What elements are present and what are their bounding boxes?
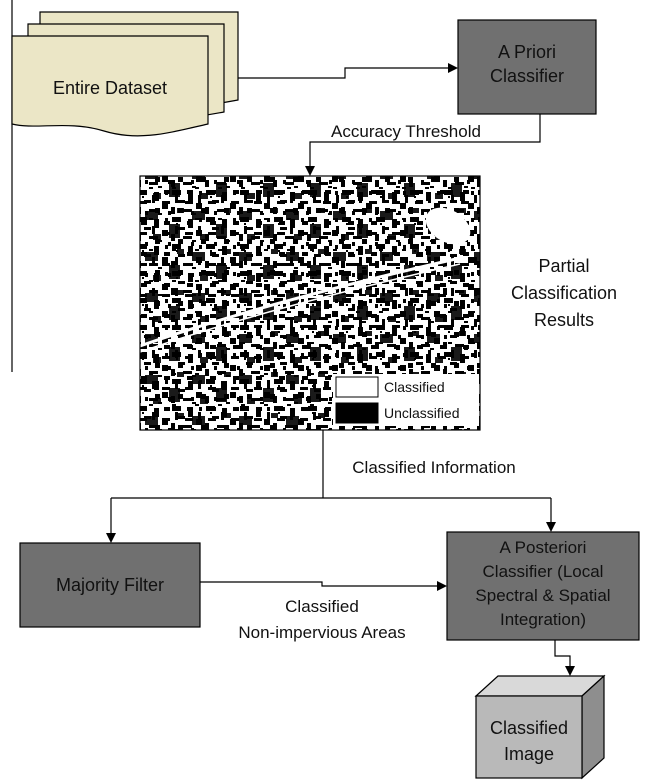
map-road <box>140 256 461 348</box>
a-priori-label-line2: Classifier <box>490 66 564 86</box>
legend-classified-swatch <box>335 376 379 398</box>
edge-apriori-to-results <box>305 114 541 176</box>
partial-results-map: Classified Unclassified <box>139 175 481 431</box>
legend-unclassified-label: Unclassified <box>384 405 459 421</box>
partial-results-line3: Results <box>534 310 594 330</box>
posteriori-box <box>446 531 640 641</box>
posteriori-label-line2: Classifier (Local <box>483 562 604 581</box>
dataset-page-front <box>11 35 209 137</box>
map-frame <box>139 175 481 431</box>
majority-filter-box <box>19 542 201 628</box>
map-lake <box>425 207 471 245</box>
map-legend: Classified Unclassified <box>333 374 479 426</box>
edge-dataset-to-apriori <box>238 63 458 79</box>
a-priori-box <box>457 19 597 115</box>
posteriori-classifier-node: A Posteriori Classifier (Local Spectral … <box>446 531 640 641</box>
a-priori-label-line1: A Priori <box>498 42 556 62</box>
cube-front-face <box>475 695 583 779</box>
edge-label-line2: Non-impervious Areas <box>238 623 405 642</box>
posteriori-label-line3: Spectral & Spatial <box>475 586 610 605</box>
a-priori-classifier-node: A Priori Classifier <box>457 19 597 115</box>
legend-classified-label: Classified <box>384 379 445 395</box>
posteriori-label-line1: A Posteriori <box>500 538 587 557</box>
edge-label-line1: Classified <box>285 597 359 616</box>
classified-information-label: Classified Information <box>352 458 515 477</box>
edge-posteriori-to-image <box>554 640 575 676</box>
legend-unclassified-swatch <box>335 402 379 424</box>
majority-filter-node: Majority Filter <box>19 542 201 628</box>
entire-dataset-node: Entire Dataset <box>11 11 239 137</box>
partial-results-line1: Partial <box>538 256 589 276</box>
classified-image-line2: Image <box>504 744 554 764</box>
majority-filter-label: Majority Filter <box>56 575 164 595</box>
classified-image-node: Classified Image <box>474 674 606 780</box>
entire-dataset-label: Entire Dataset <box>53 78 167 98</box>
accuracy-threshold-label: Accuracy Threshold <box>331 122 481 141</box>
posteriori-label-line4: Integration) <box>500 610 586 629</box>
edge-majority-to-posteriori <box>200 581 447 591</box>
classified-image-line1: Classified <box>490 718 568 738</box>
partial-results-line2: Classification <box>511 283 617 303</box>
